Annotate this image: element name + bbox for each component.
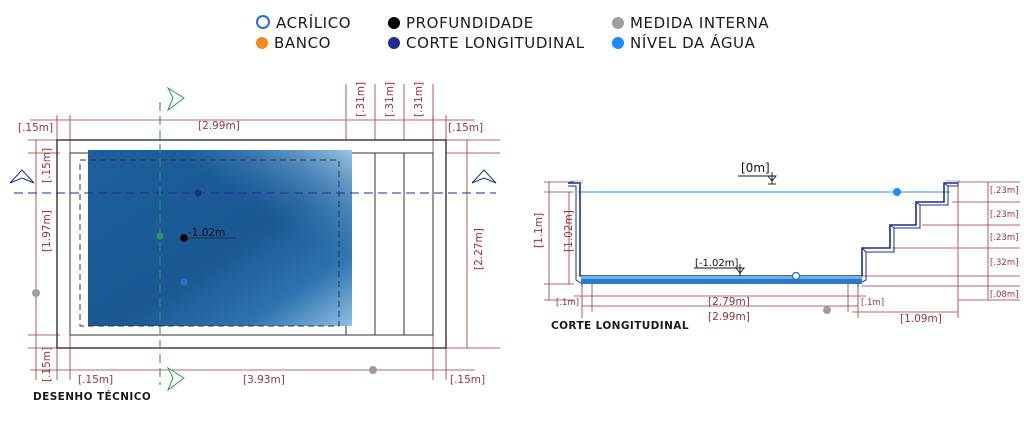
- dim-floor-length: [2.79m]: [708, 296, 750, 308]
- water-marker-icon: [612, 37, 624, 49]
- pool-profile: [568, 182, 959, 287]
- bench-marker-icon: [256, 37, 268, 49]
- dim-floor-left: [.1m]: [556, 298, 579, 308]
- dim-bottom-right: [.15m]: [450, 374, 485, 386]
- dim-step2: [.31m]: [384, 82, 396, 117]
- internal-length-point-section: [823, 306, 831, 314]
- legend-internal-label: MEDIDA INTERNA: [630, 14, 770, 32]
- section-point: [194, 189, 202, 197]
- dim-left-bottom: [.15m]: [41, 347, 53, 382]
- dim-step-h1: [.23m]: [990, 186, 1018, 196]
- water-level-point: [893, 188, 901, 196]
- dim-left-top: [.15m]: [41, 148, 53, 183]
- cut-arrow-top-icon: [166, 86, 185, 112]
- acrylic-point: [180, 278, 188, 286]
- legend-bench-label: BANCO: [274, 34, 332, 52]
- section-arrow-left-icon: [9, 169, 35, 184]
- internal-length-point: [369, 366, 377, 374]
- plan-depth-label: -1.02m: [188, 227, 225, 239]
- section-caption: CORTE LONGITUDINAL: [551, 320, 689, 332]
- acrylic-marker-icon: [256, 15, 270, 29]
- pool-profile-inner: [570, 180, 960, 184]
- legend-bench: BANCO: [256, 34, 331, 52]
- dim-top-width: [2.99m]: [198, 120, 240, 132]
- level-floor-icon: [694, 264, 745, 276]
- internal-width-point: [32, 289, 40, 297]
- level-zero-icon: [738, 172, 777, 185]
- dim-steps-length: [1.09m]: [900, 313, 942, 325]
- level-floor-label: [-1.02m]: [695, 258, 739, 269]
- acrylic-floor-point: [791, 271, 801, 281]
- internal-marker-icon: [612, 17, 624, 29]
- dim-top-left: [.15m]: [18, 122, 53, 134]
- bench-outline: [79, 159, 340, 327]
- legend: ACRÍLICO BANCO PROFUNDIDADE CORTE LONGIT…: [0, 10, 1024, 56]
- depth-marker-icon: [388, 17, 400, 29]
- dim-top-right: [.15m]: [448, 122, 483, 134]
- dim-left-height: [1.97m]: [41, 210, 53, 252]
- cut-arrow-bottom-icon: [166, 366, 185, 392]
- legend-depth: PROFUNDIDADE: [388, 14, 534, 32]
- legend-water: NÍVEL DA ÁGUA: [612, 34, 756, 52]
- dim-total-height: [1.1m]: [533, 213, 545, 248]
- dim-bottom-left: [.15m]: [78, 374, 113, 386]
- dim-step-h3: [.23m]: [990, 233, 1018, 243]
- dim-step3: [.31m]: [413, 82, 425, 117]
- plan-drawing: -1.02m [.15m] [2.99m] [.15m] [.31m] [.31…: [9, 82, 500, 392]
- cut-point: [156, 232, 164, 240]
- section-marker-icon: [388, 37, 400, 49]
- legend-water-label: NÍVEL DA ÁGUA: [630, 34, 756, 52]
- legend-internal: MEDIDA INTERNA: [612, 14, 769, 32]
- section-arrow-right-icon: [471, 169, 497, 184]
- dim-floor-right: [.1m]: [861, 298, 884, 308]
- dim-right-height: [2.27m]: [473, 228, 485, 270]
- plan-caption: DESENHO TÉCNICO: [33, 391, 152, 403]
- dim-step-h4: [.32m]: [990, 258, 1018, 268]
- legend-acrylic-label: ACRÍLICO: [276, 14, 352, 32]
- dim-step1: [.31m]: [355, 82, 367, 117]
- legend-depth-label: PROFUNDIDADE: [406, 14, 534, 32]
- dim-step-h2: [.23m]: [990, 210, 1018, 220]
- section-drawing: [0m] [-1.02m] [1.1m] [1.02m] [.1m] [2.79…: [533, 161, 1020, 325]
- dim-inner-height: [1.02m]: [563, 210, 575, 252]
- dim-inner-length: [2.99m]: [708, 311, 750, 323]
- level-zero-label: [0m]: [741, 161, 770, 175]
- legend-section: CORTE LONGITUDINAL: [388, 34, 585, 52]
- dim-base: [.08m]: [990, 290, 1018, 300]
- legend-acrylic: ACRÍLICO: [256, 14, 351, 32]
- section-extension-lines: [544, 181, 1020, 318]
- legend-section-label: CORTE LONGITUDINAL: [406, 34, 585, 52]
- dim-bottom-length: [3.93m]: [243, 374, 285, 386]
- pool-floor-water: [581, 276, 862, 284]
